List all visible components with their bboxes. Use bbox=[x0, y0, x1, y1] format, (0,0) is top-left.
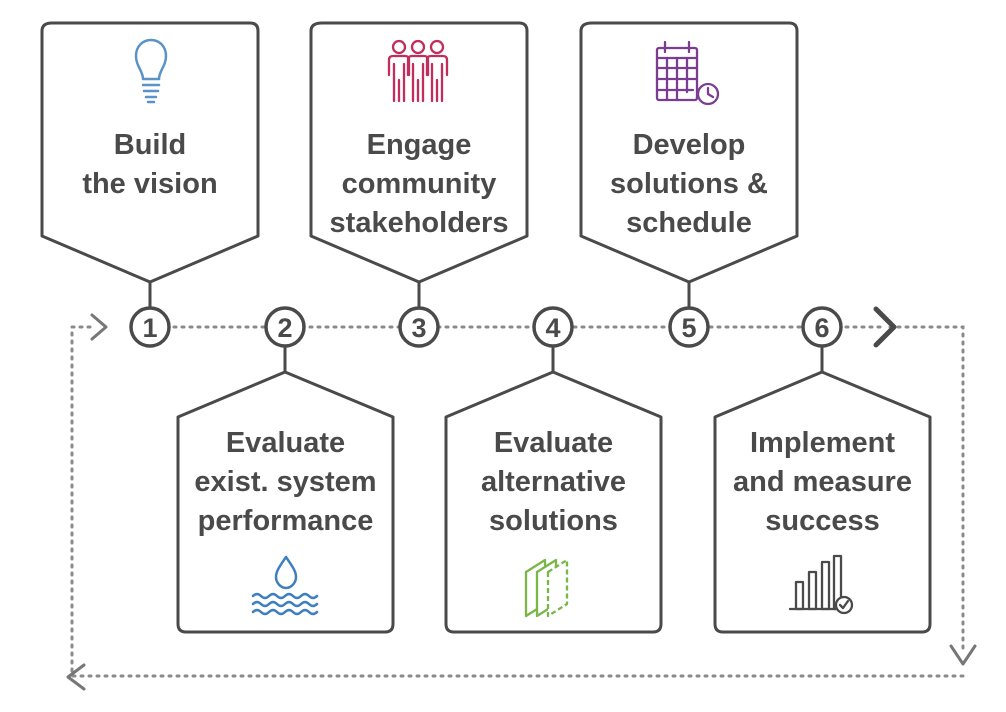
water-drop-icon bbox=[251, 555, 319, 616]
step-number-text: 6 bbox=[814, 313, 829, 343]
step-label-line: community bbox=[341, 168, 497, 200]
step-label-3: Engage community stakeholders bbox=[311, 126, 527, 243]
step-box-2 bbox=[176, 346, 395, 634]
loop-line-bottom bbox=[70, 325, 965, 678]
step-box-4 bbox=[444, 346, 663, 634]
layered-options-icon bbox=[524, 558, 569, 618]
timeline-arrow-icon bbox=[873, 306, 897, 348]
step-box-1 bbox=[40, 21, 260, 308]
step-box-3 bbox=[309, 21, 529, 308]
step-label-1: Build the vision bbox=[42, 126, 258, 204]
step-label-2: Evaluate exist. system performance bbox=[178, 424, 393, 541]
step-number-text: 5 bbox=[681, 313, 696, 343]
step-label-4: Evaluate alternative solutions bbox=[446, 424, 661, 541]
step-box-5 bbox=[579, 21, 799, 308]
loop-arrow-left-icon bbox=[66, 663, 86, 691]
step-label-line: alternative bbox=[480, 466, 627, 498]
bar-chart-check-icon bbox=[788, 554, 854, 615]
loop-arrow-down-icon bbox=[949, 644, 977, 666]
step-label-line: Implement bbox=[749, 427, 896, 459]
step-number-text: 3 bbox=[411, 313, 426, 343]
step-label-6: Implement and measure success bbox=[715, 424, 930, 541]
people-group-icon bbox=[387, 39, 449, 103]
loop-arrow-start-icon bbox=[90, 313, 108, 341]
step-label-line: stakeholders bbox=[329, 207, 509, 239]
step-number-text: 1 bbox=[142, 313, 157, 343]
step-number-4: 4 bbox=[532, 306, 574, 348]
step-label-line: exist. system bbox=[194, 466, 377, 498]
calendar-clock-icon bbox=[655, 40, 720, 106]
step-label-line: Build bbox=[113, 129, 187, 161]
step-number-2: 2 bbox=[264, 306, 306, 348]
step-number-1: 1 bbox=[129, 306, 171, 348]
step-label-line: Evaluate bbox=[225, 427, 346, 459]
step-label-line: the vision bbox=[82, 168, 218, 200]
loop-line-top bbox=[888, 325, 965, 652]
step-number-6: 6 bbox=[801, 306, 843, 348]
step-label-line: performance bbox=[197, 505, 374, 537]
step-number-text: 2 bbox=[277, 313, 292, 343]
step-number-5: 5 bbox=[668, 306, 710, 348]
step-label-line: and measure bbox=[733, 466, 912, 498]
step-label-line: Evaluate bbox=[493, 427, 614, 459]
lightbulb-icon bbox=[134, 38, 168, 104]
step-number-3: 3 bbox=[398, 306, 440, 348]
step-number-text: 4 bbox=[545, 313, 560, 343]
step-label-line: Develop bbox=[632, 129, 746, 161]
step-label-line: schedule bbox=[626, 207, 752, 239]
step-box-6 bbox=[713, 346, 932, 634]
step-label-line: solutions bbox=[489, 505, 618, 537]
step-label-line: success bbox=[765, 505, 880, 537]
step-label-line: Engage bbox=[366, 129, 472, 161]
step-label-line: solutions & bbox=[610, 168, 768, 200]
step-label-5: Develop solutions & schedule bbox=[581, 126, 797, 243]
